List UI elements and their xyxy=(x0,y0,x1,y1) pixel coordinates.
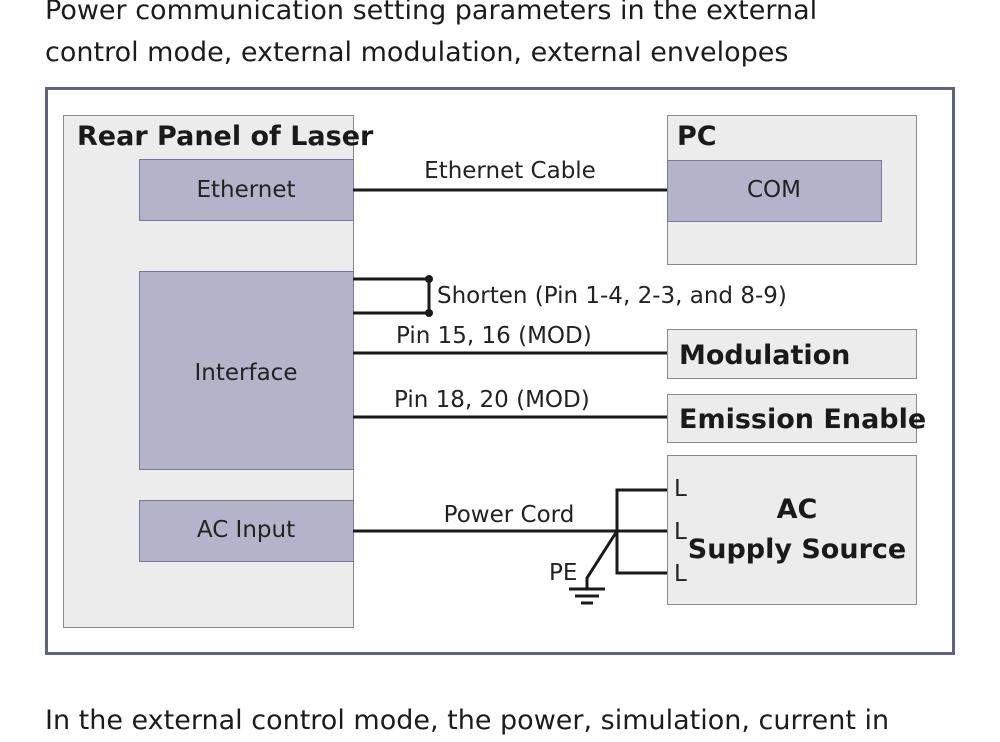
ac-supply-box xyxy=(667,455,917,605)
emission-enable-label: Emission Enable xyxy=(679,404,926,435)
wiring-diagram: Rear Panel of Laser Ethernet Interface A… xyxy=(45,87,955,655)
terminal-l-middle: L xyxy=(674,519,687,545)
interface-port xyxy=(139,271,354,470)
ac-input-port-label: AC Input xyxy=(197,517,295,543)
ac-supply-label-line1: AC xyxy=(777,494,818,525)
next-paragraph: In the external control mode, the power,… xyxy=(45,705,890,736)
ac-input-port xyxy=(139,500,354,562)
heading-line-2: control mode, external modulation, exter… xyxy=(45,37,789,68)
jumper-dot-bottom xyxy=(425,309,433,317)
power-cord-label: Power Cord xyxy=(444,502,575,528)
shorten-label: Shorten (Pin 1-4, 2-3, and 8-9) xyxy=(437,283,787,309)
ethernet-cable-label: Ethernet Cable xyxy=(424,158,596,184)
emission-enable-box xyxy=(667,394,917,443)
modulation-label: Modulation xyxy=(679,340,850,371)
pin-18-20-label: Pin 18, 20 (MOD) xyxy=(394,387,590,413)
jumper-dot-top xyxy=(425,275,433,283)
com-port-label: COM xyxy=(747,177,801,203)
shorten-jumper xyxy=(353,277,431,315)
ac-supply-label-line2: Supply Source xyxy=(688,534,906,565)
rear-panel-title: Rear Panel of Laser xyxy=(77,121,374,152)
interface-port-label: Interface xyxy=(195,360,298,386)
com-port xyxy=(667,160,882,222)
pe-label: PE xyxy=(549,560,577,586)
modulation-box xyxy=(667,329,917,379)
heading-line-1: Power communication setting parameters i… xyxy=(45,0,818,26)
ethernet-port-label: Ethernet xyxy=(196,177,295,203)
pc-title: PC xyxy=(677,121,717,152)
terminal-l-top: L xyxy=(674,476,687,502)
page-heading: Power communication setting parameters i… xyxy=(45,0,965,74)
terminal-l-bottom: L xyxy=(674,561,687,587)
pin-15-16-label: Pin 15, 16 (MOD) xyxy=(396,323,592,349)
pe-ground-wire xyxy=(585,530,619,589)
